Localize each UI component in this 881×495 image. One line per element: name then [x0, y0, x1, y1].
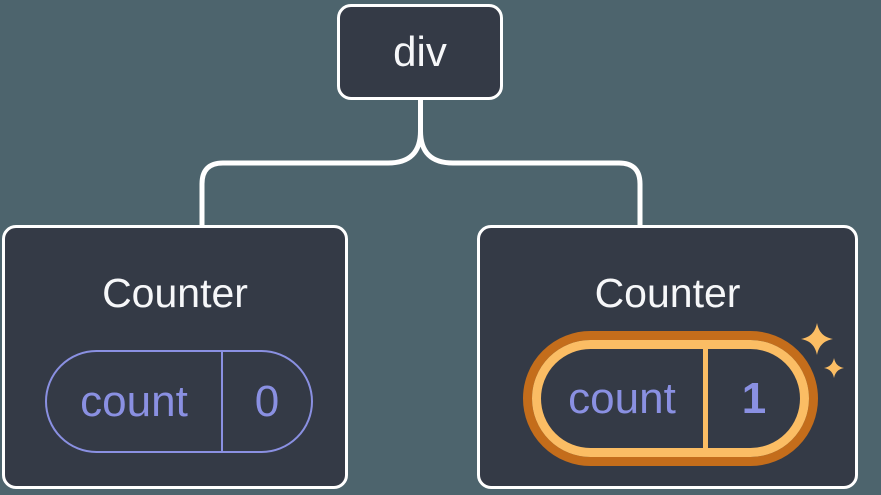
state-pill: count 0	[45, 350, 313, 453]
state-key: count	[568, 373, 676, 423]
root-node-div: div	[337, 4, 503, 100]
state-value: 0	[221, 352, 311, 451]
counter-title: Counter	[102, 270, 248, 316]
counter-title: Counter	[594, 270, 741, 316]
counter-card-left: Counter count 0	[2, 225, 348, 489]
state-key: count	[80, 376, 188, 426]
sparkles-icon	[801, 323, 844, 378]
state-pill-highlighted: count 1	[523, 331, 818, 466]
root-node-label: div	[393, 28, 447, 75]
counter-card-right: Counter count 1	[477, 225, 858, 489]
connector-right-branch	[418, 100, 643, 226]
state-pill-inner-ring: count 1	[532, 340, 809, 457]
state-value: 1	[703, 349, 800, 448]
sparkle-large-icon	[801, 323, 833, 355]
connector-left-branch	[199, 100, 423, 226]
sparkle-small-icon	[824, 358, 844, 378]
